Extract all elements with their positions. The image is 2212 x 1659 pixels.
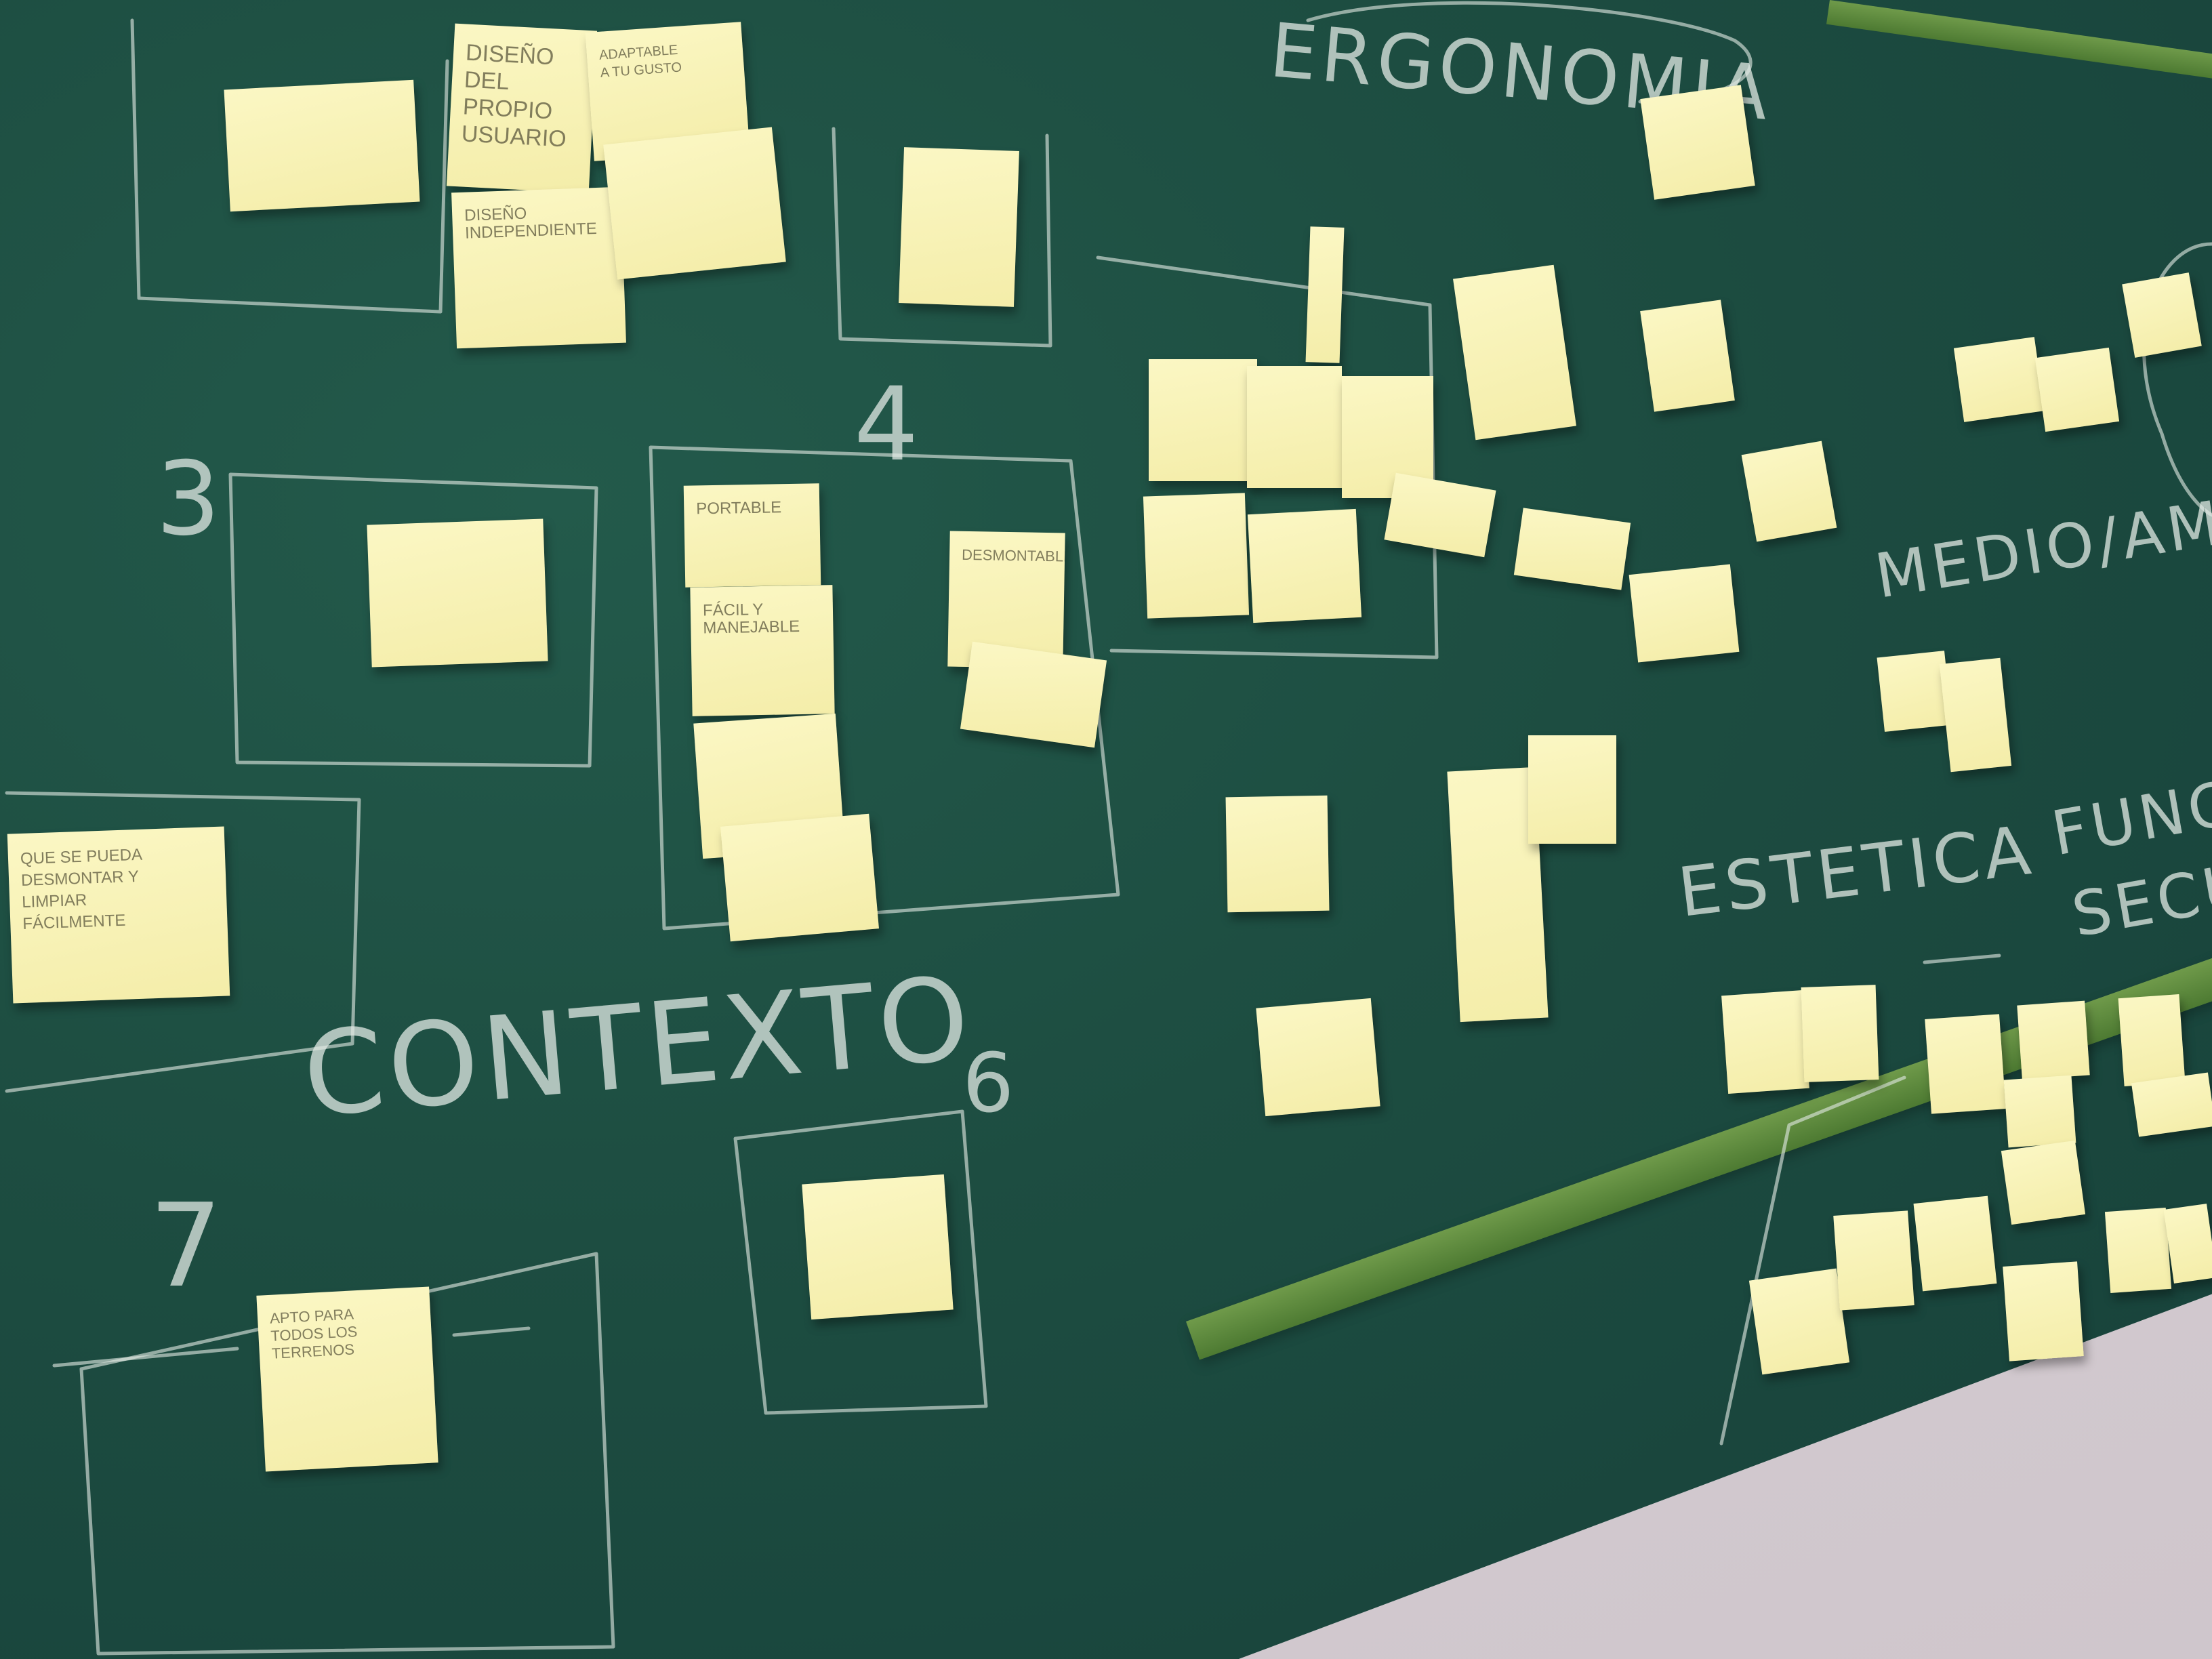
sticky-note [1256, 998, 1380, 1117]
sticky-note [899, 147, 1019, 307]
sticky-note [2003, 1261, 2084, 1361]
sticky-note: QUE SE PUEDA DESMONTAR Y LIMPIAR FÁCILME… [7, 826, 230, 1004]
sticky-note: DISEÑO INDEPENDIENTE [451, 186, 626, 349]
sticky-note [2104, 1208, 2172, 1293]
sticky-note: PORTABLE [683, 483, 821, 588]
chalk-box-1 [130, 18, 449, 314]
sticky-note [2122, 272, 2202, 358]
sticky-note [1629, 564, 1740, 663]
sticky-note [1833, 1210, 1914, 1311]
sticky-note [224, 79, 420, 212]
chalk-number-4: 4 [854, 366, 923, 484]
sticky-note [1143, 493, 1250, 619]
chalk-number-6: 6 [962, 1037, 1019, 1131]
sticky-note [720, 813, 879, 942]
chalk-box-4 [649, 445, 1120, 930]
chalk-box-7-tab [52, 1326, 531, 1368]
sticky-note [2034, 347, 2120, 432]
sticky-note [2003, 1075, 2076, 1148]
sticky-note [1748, 1268, 1850, 1375]
sticky-note [367, 518, 548, 668]
chalk-number-7: 7 [149, 1179, 227, 1313]
sticky-note [1741, 441, 1837, 542]
sticky-note [1149, 359, 1257, 481]
sticky-note [1247, 366, 1342, 488]
sticky-note [1721, 989, 1809, 1094]
sticky-note [1640, 85, 1755, 200]
sticky-note [1528, 735, 1616, 844]
sticky-note: APTO PARA TODOS LOS TERRENOS [256, 1286, 438, 1472]
chalk-circle [2142, 242, 2212, 517]
sticky-note [960, 641, 1107, 748]
sticky-note [802, 1174, 954, 1320]
sticky-note [2001, 1140, 2086, 1225]
sticky-note [1640, 300, 1735, 412]
sticky-note: FÁCIL Y MANEJABLE [690, 585, 835, 716]
sticky-note [1247, 508, 1362, 623]
sticky-note [2131, 1072, 2212, 1137]
sticky-note [1305, 226, 1345, 363]
sticky-note: DISEÑO DEL PROPIO USUARIO [446, 23, 598, 194]
sticky-note [1225, 795, 1330, 913]
sticky-note [1939, 657, 2012, 773]
chalk-box-2 [832, 127, 1052, 348]
chalk-box-left [5, 791, 361, 1093]
sticky-note [1953, 337, 2045, 422]
sticky-note [1801, 985, 1879, 1082]
sticky-note [603, 127, 786, 280]
sticky-note [1925, 1014, 2006, 1114]
chalk-box-6 [733, 1109, 988, 1415]
chalk-box-3 [228, 472, 598, 768]
sticky-note [1877, 651, 1952, 732]
chalk-bracket [1719, 954, 2001, 1446]
sticky-note [2118, 994, 2186, 1086]
chalk-number-3: 3 [156, 441, 225, 558]
sticky-note [1913, 1195, 1997, 1292]
sticky-note [2017, 1000, 2090, 1080]
